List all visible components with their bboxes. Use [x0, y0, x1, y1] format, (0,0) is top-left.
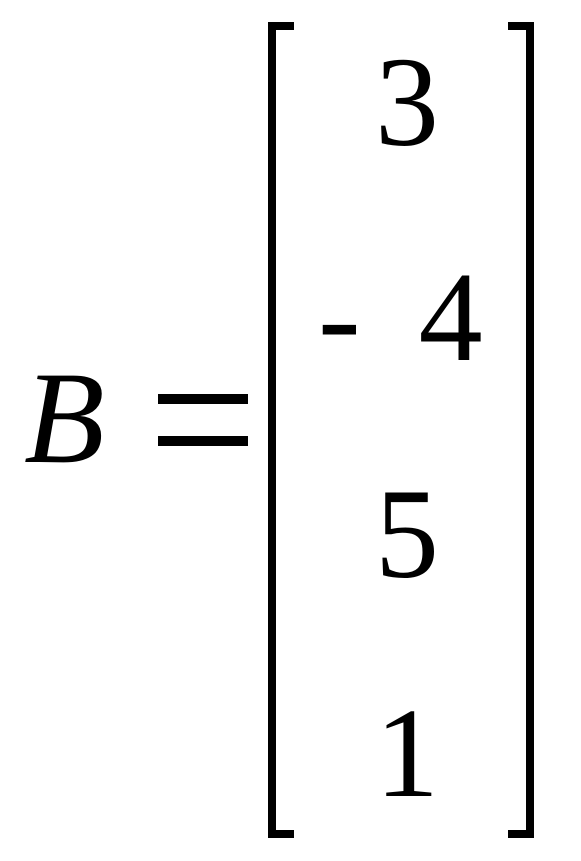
entry-value: 1: [375, 682, 439, 824]
right-bracket: [508, 22, 534, 838]
equals-sign: [158, 394, 248, 446]
entry-value: 4: [418, 246, 483, 388]
entry-value: 5: [375, 463, 439, 605]
equals-bar-top: [158, 394, 248, 404]
vector-entry: -4: [318, 253, 483, 381]
vector-entry: 5: [375, 470, 439, 598]
entry-value: 3: [375, 31, 439, 173]
entry-sign: -: [318, 246, 361, 388]
vector-entry: 3: [375, 38, 439, 166]
left-bracket: [268, 22, 294, 838]
vector-entry: 1: [375, 689, 439, 817]
equals-bar-bottom: [158, 436, 248, 446]
variable-name: B: [24, 344, 105, 491]
